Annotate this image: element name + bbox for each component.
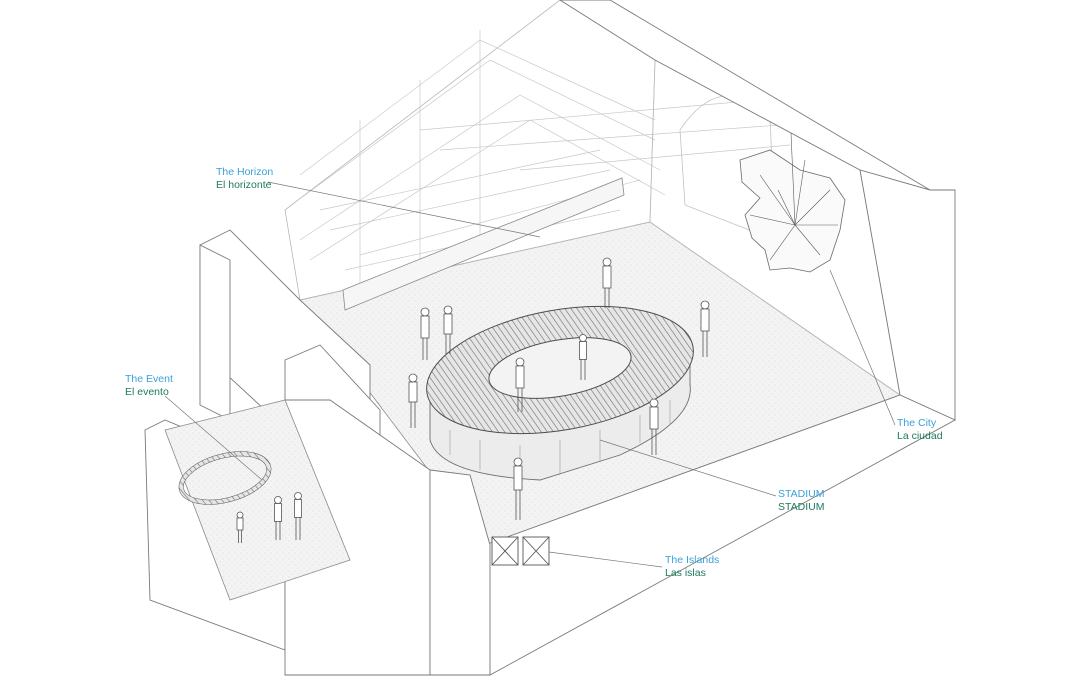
label-city-es: La ciudad [897, 430, 943, 442]
label-event-en: The Event [125, 373, 173, 385]
label-islands-es: Las islas [665, 567, 706, 579]
label-horizon-es: El horizonte [216, 179, 272, 191]
label-event-es: El evento [125, 386, 169, 398]
label-islands-en: The Islands [665, 554, 720, 566]
label-stadium-en: STADIUM [778, 488, 825, 500]
islands-boxes [491, 536, 550, 566]
label-city-en: The City [897, 417, 937, 429]
outer-walls [484, 0, 957, 676]
visitor-figures [236, 257, 710, 543]
stadium [426, 305, 694, 481]
city-map [739, 149, 846, 273]
label-the-city: The City La ciudad [897, 417, 943, 443]
horizon-shelf [342, 177, 625, 311]
label-the-horizon: The Horizon El horizonte [216, 166, 273, 192]
label-horizon-en: The Horizon [216, 166, 274, 178]
event-room-floor [164, 399, 351, 601]
label-stadium: STADIUM STADIUM [778, 488, 824, 514]
label-the-event: The Event El evento [125, 373, 173, 399]
leader-lines [164, 181, 896, 568]
label-stadium-es: STADIUM [778, 501, 825, 513]
label-the-islands: The Islands Las islas [665, 554, 719, 580]
